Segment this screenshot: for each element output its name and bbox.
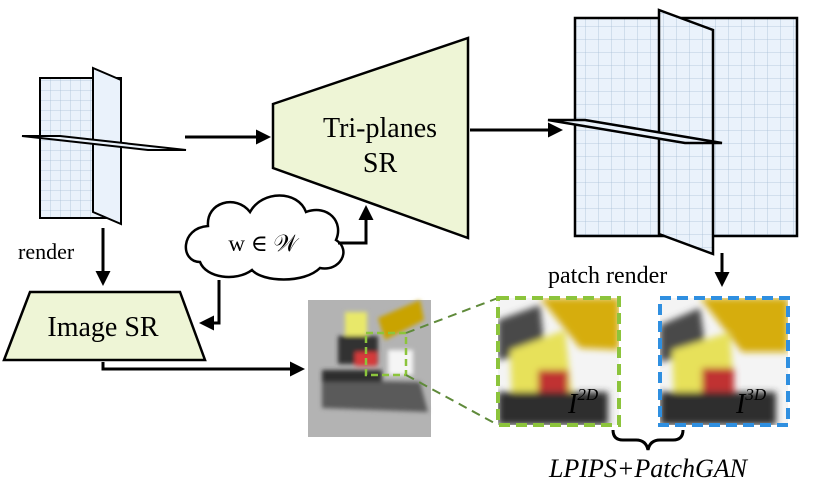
triplanes-sr-label-line2: SR [363, 148, 398, 179]
latent-code-label: w ∈ 𝒲 [228, 231, 299, 256]
loss-label: LPIPS+PatchGAN [548, 454, 749, 483]
zoom-line-top [405, 297, 499, 334]
patch-3d-image: I3D [658, 296, 790, 427]
output-triplane-icon [547, 8, 799, 256]
arrow-to-rendered-image [101, 361, 305, 377]
triplanes-sr-label-line1: Tri-planes [323, 113, 437, 144]
image-sr-block: Image SR [2, 290, 207, 362]
i3d-label: I3D [735, 385, 767, 420]
zoom-line-bottom [405, 374, 499, 426]
arrow-latent-to-triplanes-sr [338, 205, 374, 245]
input-triplane-icon [21, 66, 187, 226]
patch-2d-image: I2D [496, 296, 621, 427]
arrow-latent-to-image-sr [199, 280, 221, 331]
patch-render-label: patch render [548, 263, 667, 289]
i2d-label: I2D [567, 385, 599, 420]
loss-brace [611, 429, 685, 451]
triplanes-sr-block: Tri-planes SR [271, 36, 470, 240]
render-label: render [18, 239, 75, 264]
image-sr-label: Image SR [47, 312, 159, 343]
rendered-image [308, 300, 431, 437]
crop-region-box [364, 331, 408, 377]
latent-cloud-icon: w ∈ 𝒲 [184, 194, 345, 281]
